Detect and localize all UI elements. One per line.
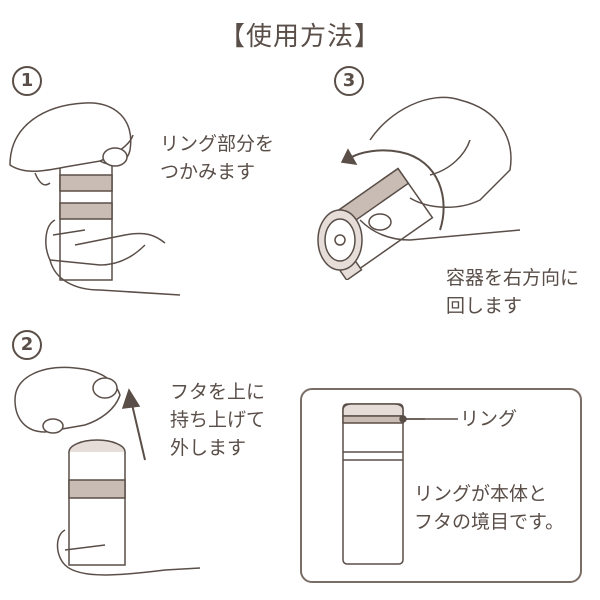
ring-caption: リングが本体と フタの境目です。 [414, 483, 565, 533]
step-2-lift-lid-illustration [14, 366, 201, 576]
ring-label: リング [460, 408, 518, 430]
step-number-2: 2 [12, 330, 42, 360]
page-title: 【使用方法】 [218, 22, 381, 52]
step-number-3: 3 [334, 66, 364, 96]
ring-diagram-box [300, 388, 582, 583]
step-1-instruction: リング部分を つかみます [160, 133, 275, 183]
step-2-instruction: フタを上に 持ち上げて 外します [170, 381, 266, 459]
step-1-hand-grip-illustration [9, 102, 181, 296]
step-3-instruction: 容器を右方向に 回します [446, 267, 580, 317]
step-3-rotate-container-illustration [317, 96, 521, 280]
ring-band [342, 415, 404, 424]
step-number-1: 1 [12, 66, 42, 96]
ring-leader-line [403, 418, 458, 420]
